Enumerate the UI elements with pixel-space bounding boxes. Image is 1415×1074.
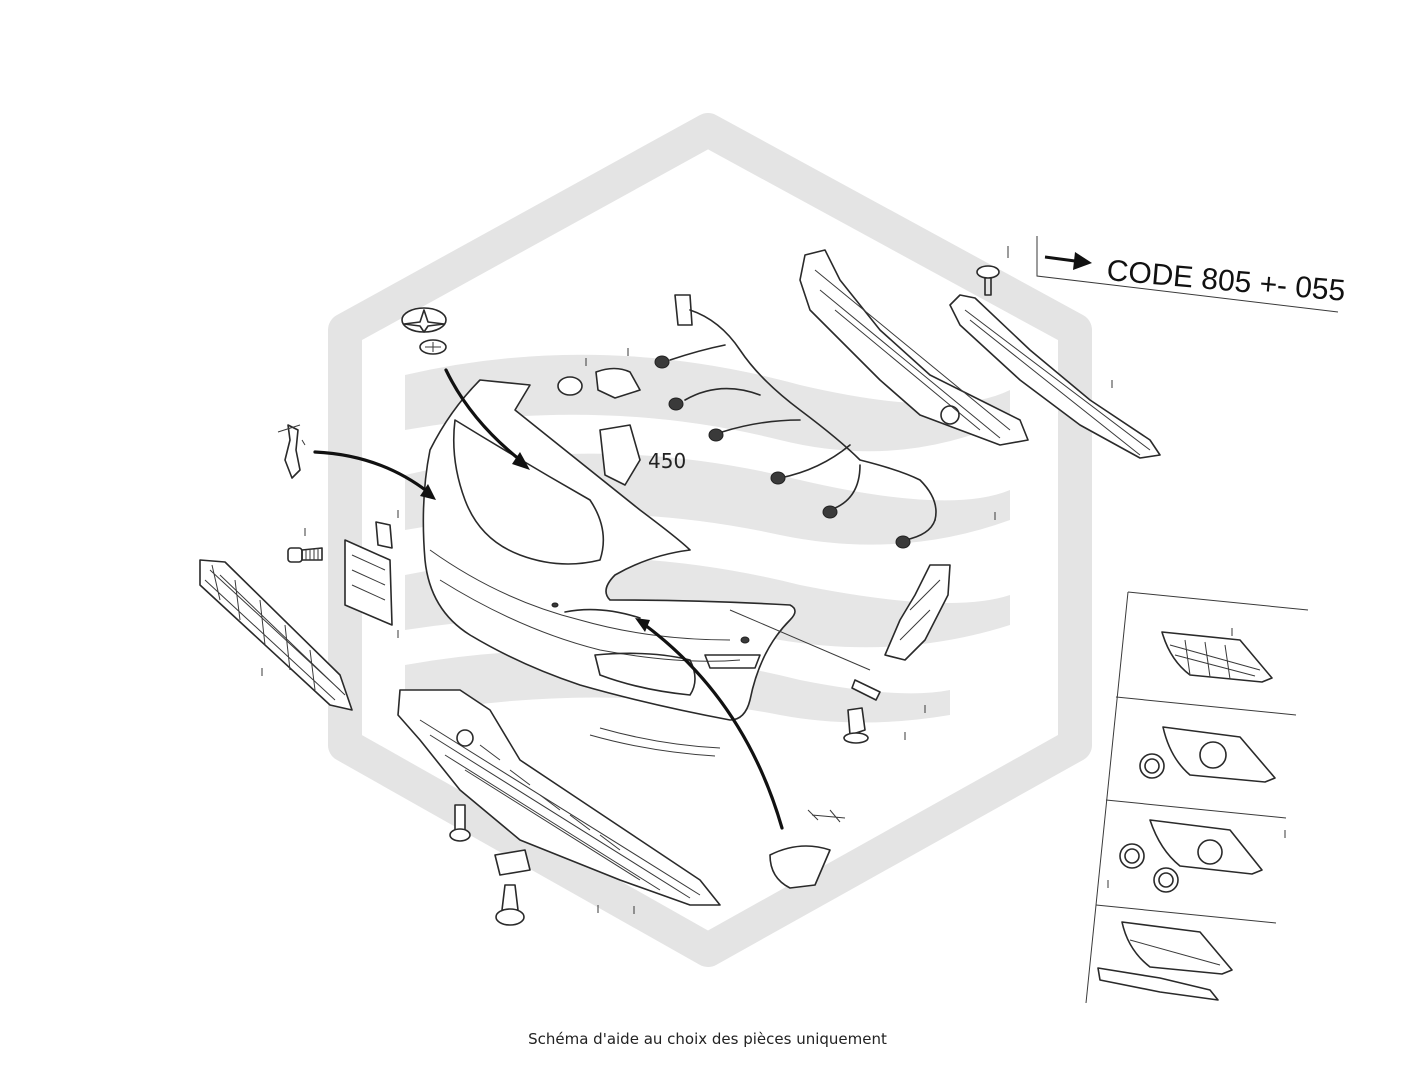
fastener-set xyxy=(449,679,881,926)
license-plate-holder xyxy=(344,521,393,626)
upper-grille-strip xyxy=(949,294,1161,459)
variant-1 xyxy=(1161,631,1273,683)
screw-left xyxy=(287,547,323,563)
parking-sensor-harness: 450 xyxy=(557,294,937,549)
lower-grille-left xyxy=(199,559,353,711)
tow-hook-cover xyxy=(769,809,846,889)
underbody-tray xyxy=(397,689,721,906)
code-label: CODE 805 +- 055 xyxy=(1105,254,1346,308)
pointer-arrows xyxy=(313,368,784,830)
fog-grille-variants xyxy=(1085,591,1309,1004)
variant-4 xyxy=(1097,921,1233,1001)
variant-3 xyxy=(1119,819,1263,893)
diagram-caption: Schéma d'aide au choix des pièces unique… xyxy=(528,1030,887,1048)
screw-top xyxy=(976,265,1000,296)
star-emblem xyxy=(401,307,447,355)
variant-2 xyxy=(1139,726,1276,783)
upper-reinforcement xyxy=(799,249,1029,446)
code-callout: CODE 805 +- 055 xyxy=(1007,236,1347,313)
part-number-label: 450 xyxy=(648,449,686,473)
tick-marks xyxy=(261,348,1286,914)
right-side-bracket xyxy=(884,564,951,661)
left-bracket xyxy=(277,424,306,479)
